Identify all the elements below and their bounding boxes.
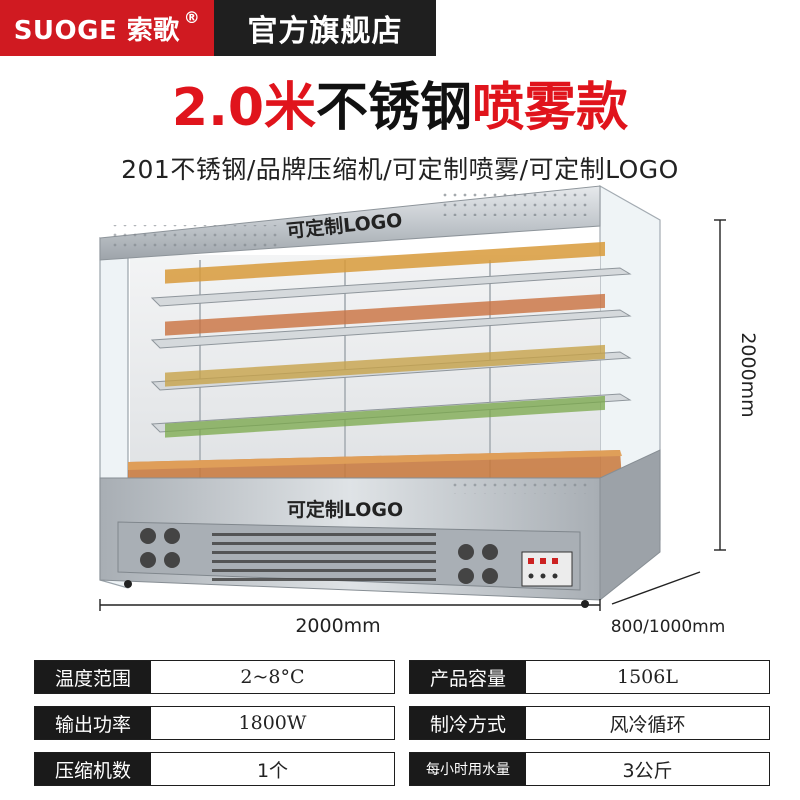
spec-label: 输出功率 <box>35 707 151 739</box>
fan-icon <box>458 544 498 584</box>
spec-value: 风冷循环 <box>526 707 769 739</box>
spec-cell: 温度范围 2~8°C <box>34 660 395 694</box>
shelf <box>150 344 632 391</box>
spec-value: 1506L <box>526 661 769 693</box>
headline-material: 不锈钢 <box>316 78 473 138</box>
spec-cell: 输出功率 1800W <box>34 706 395 740</box>
spec-row: 输出功率 1800W 制冷方式 风冷循环 <box>34 706 770 740</box>
shelf <box>150 393 632 438</box>
shelf-stack <box>128 241 632 492</box>
header-bar: SUOGE 索歌 ® 官方旗舰店 <box>0 0 800 56</box>
spec-cell: 制冷方式 风冷循环 <box>409 706 770 740</box>
spec-cell: 产品容量 1506L <box>409 660 770 694</box>
spec-value: 2~8°C <box>151 661 394 693</box>
registered-mark-icon: ® <box>183 8 201 27</box>
brand-logo[interactable]: SUOGE 索歌 ® <box>0 0 214 56</box>
spec-row: 压缩机数 1个 每小时用水量 3公斤 <box>34 752 770 786</box>
product-image: 可定制LOGO 可定 <box>0 180 800 640</box>
feature-subline: 201不锈钢/品牌压缩机/可定制喷雾/可定制LOGO <box>121 155 679 184</box>
headline-size: 2.0米 <box>171 78 317 138</box>
spec-label: 每小时用水量 <box>410 753 526 785</box>
product-headline: 2.0米不锈钢喷雾款 <box>0 78 800 138</box>
spec-row: 温度范围 2~8°C 产品容量 1506L <box>34 660 770 694</box>
spec-cell: 每小时用水量 3公斤 <box>409 752 770 786</box>
height-dimension: 2000mm <box>737 332 759 417</box>
spec-value: 1800W <box>151 707 394 739</box>
store-label[interactable]: 官方旗舰店 <box>214 0 436 56</box>
shelf <box>150 241 632 307</box>
shelf <box>150 293 632 349</box>
fan-icon <box>140 528 180 568</box>
brand-name: SUOGE 索歌 <box>13 15 180 46</box>
spec-value: 3公斤 <box>526 753 769 785</box>
headline-model: 喷雾款 <box>472 78 629 138</box>
depth-dimension: 800/1000mm <box>611 617 726 637</box>
control-panel-icon[interactable] <box>521 551 573 587</box>
base-logo-text: 可定制LOGO <box>287 498 403 521</box>
width-dimension: 2000mm <box>295 615 380 637</box>
dimension-lines <box>99 219 726 611</box>
spec-table: 温度范围 2~8°C 产品容量 1506L 输出功率 1800W 制冷方式 风冷… <box>34 660 770 798</box>
spec-label: 温度范围 <box>35 661 151 693</box>
spec-value: 1个 <box>151 753 394 785</box>
spec-cell: 压缩机数 1个 <box>34 752 395 786</box>
spec-label: 制冷方式 <box>410 707 526 739</box>
spec-label: 产品容量 <box>410 661 526 693</box>
spec-label: 压缩机数 <box>35 753 151 785</box>
